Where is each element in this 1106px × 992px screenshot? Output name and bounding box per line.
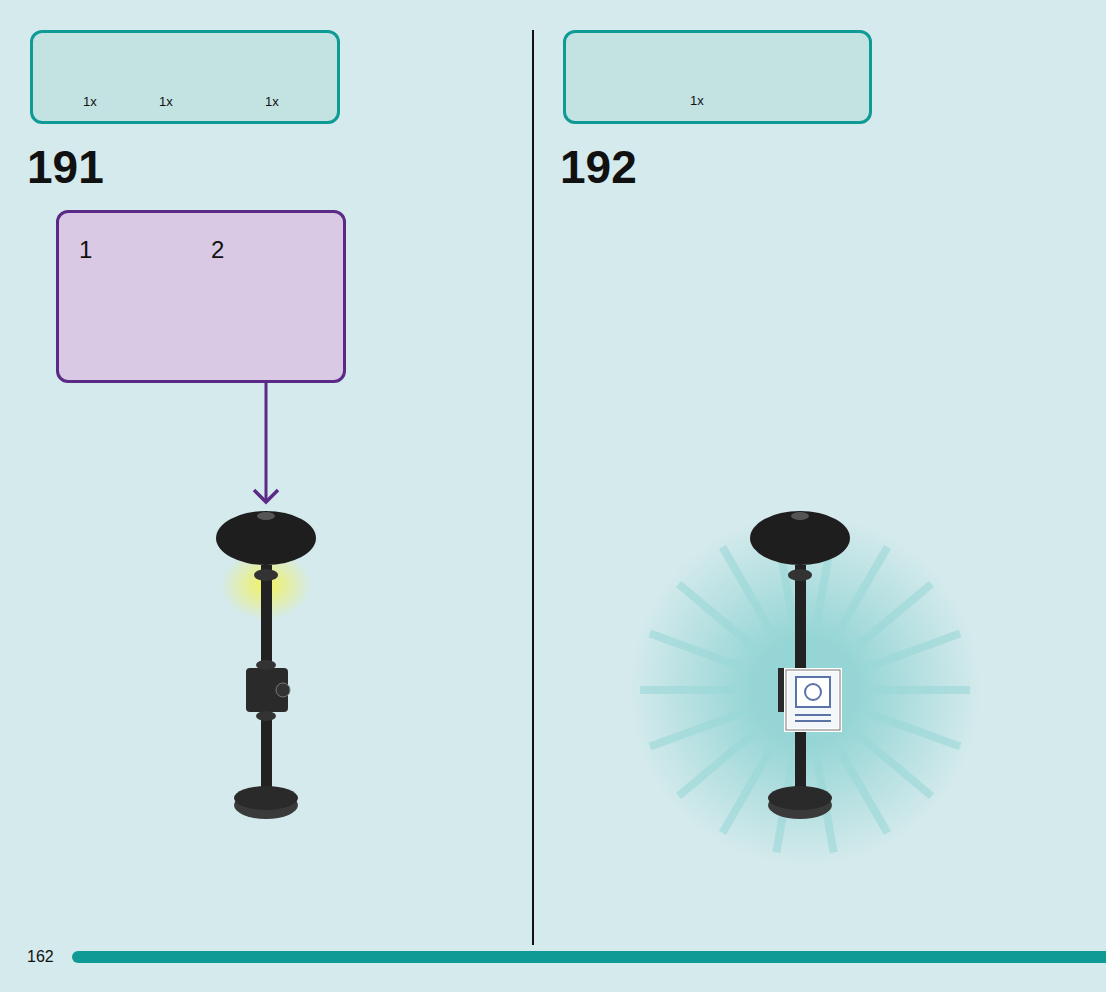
part-count: 1x [83, 94, 97, 109]
parts-box: 1x [563, 30, 872, 124]
lamp-post [216, 511, 316, 819]
substep-box: 12 [56, 210, 346, 383]
part-count: 1x [690, 93, 704, 108]
page-number: 162 [27, 948, 54, 966]
lamp-post-sign [630, 511, 980, 865]
step-number: 191 [27, 140, 104, 194]
divider [532, 30, 534, 945]
parts-box: 1x 1x 1x [30, 30, 340, 124]
substep-number: 1 [79, 236, 92, 264]
part-count: 1x [265, 94, 279, 109]
arrow-head [254, 490, 278, 502]
step-number: 192 [560, 140, 637, 194]
substep-number: 2 [211, 236, 224, 264]
part-count: 1x [159, 94, 173, 109]
step-arrow [265, 383, 268, 500]
page-bar [72, 951, 1106, 963]
